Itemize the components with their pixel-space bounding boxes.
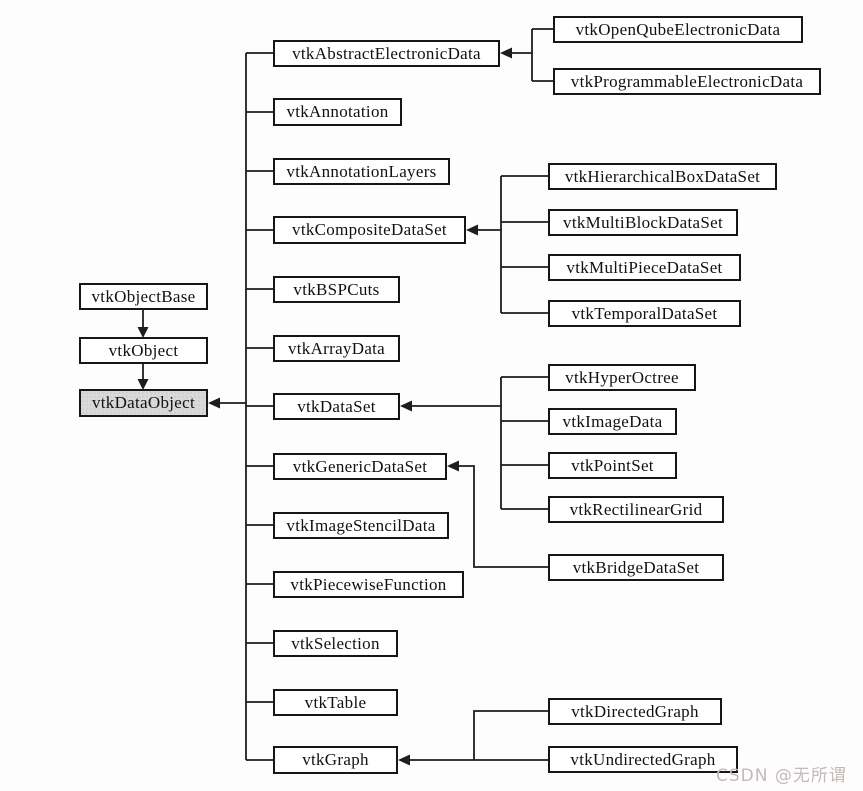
node-vtk-bsp-cuts: vtkBSPCuts [273, 276, 400, 303]
node-vtk-multi-block-data-set: vtkMultiBlockDataSet [548, 209, 738, 236]
node-vtk-data-object: vtkDataObject [79, 389, 208, 417]
node-vtk-generic-data-set: vtkGenericDataSet [273, 453, 447, 480]
node-vtk-annotation-layers: vtkAnnotationLayers [273, 158, 450, 185]
node-vtk-object: vtkObject [79, 337, 208, 364]
node-vtk-graph: vtkGraph [273, 746, 398, 774]
node-vtk-piecewise-function: vtkPiecewiseFunction [273, 571, 464, 598]
node-vtk-multi-piece-data-set: vtkMultiPieceDataSet [548, 254, 741, 281]
node-vtk-point-set: vtkPointSet [548, 452, 677, 479]
node-vtk-rectilinear-grid: vtkRectilinearGrid [548, 496, 724, 523]
node-vtk-image-stencil-data: vtkImageStencilData [273, 512, 449, 539]
node-vtk-undirected-graph: vtkUndirectedGraph [548, 746, 738, 773]
group-graph-lines [410, 710, 548, 761]
node-vtk-temporal-data-set: vtkTemporalDataSet [548, 300, 741, 327]
edge-bridge-to-genericdataset [459, 465, 548, 568]
middle-branch-lines [246, 52, 273, 761]
group-dataset-lines [412, 376, 548, 510]
node-vtk-selection: vtkSelection [273, 630, 398, 657]
node-vtk-image-data: vtkImageData [548, 408, 677, 435]
arrowhead-down-icon [137, 327, 149, 338]
node-vtk-open-qube-electronic-data: vtkOpenQubeElectronicData [553, 16, 803, 43]
arrowhead-down-icon [137, 379, 149, 390]
node-vtk-bridge-data-set: vtkBridgeDataSet [548, 554, 724, 581]
node-vtk-composite-data-set: vtkCompositeDataSet [273, 216, 466, 244]
node-vtk-hierarchical-box-data-set: vtkHierarchicalBoxDataSet [548, 163, 777, 190]
arrowhead-left-icon [500, 47, 512, 59]
arrowhead-left-icon [466, 224, 478, 236]
node-vtk-array-data: vtkArrayData [273, 335, 400, 362]
node-vtk-abstract-electronic-data: vtkAbstractElectronicData [273, 40, 500, 67]
watermark-text: CSDN @无所谓 [716, 766, 847, 786]
node-vtk-object-base: vtkObjectBase [79, 283, 208, 310]
arrowhead-left-icon [447, 460, 459, 472]
arrowhead-left-icon [400, 400, 412, 412]
group-composite-lines [478, 175, 548, 314]
node-vtk-directed-graph: vtkDirectedGraph [548, 698, 722, 725]
node-vtk-programmable-electronic-data: vtkProgrammableElectronicData [553, 68, 821, 95]
arrowhead-left-icon [208, 397, 220, 409]
node-vtk-data-set: vtkDataSet [273, 393, 400, 420]
node-vtk-hyper-octree: vtkHyperOctree [548, 364, 696, 391]
node-vtk-annotation: vtkAnnotation [273, 98, 402, 126]
arrowhead-left-icon [398, 754, 410, 766]
node-vtk-table: vtkTable [273, 689, 398, 716]
group-abstract-electronic-lines [512, 28, 553, 82]
